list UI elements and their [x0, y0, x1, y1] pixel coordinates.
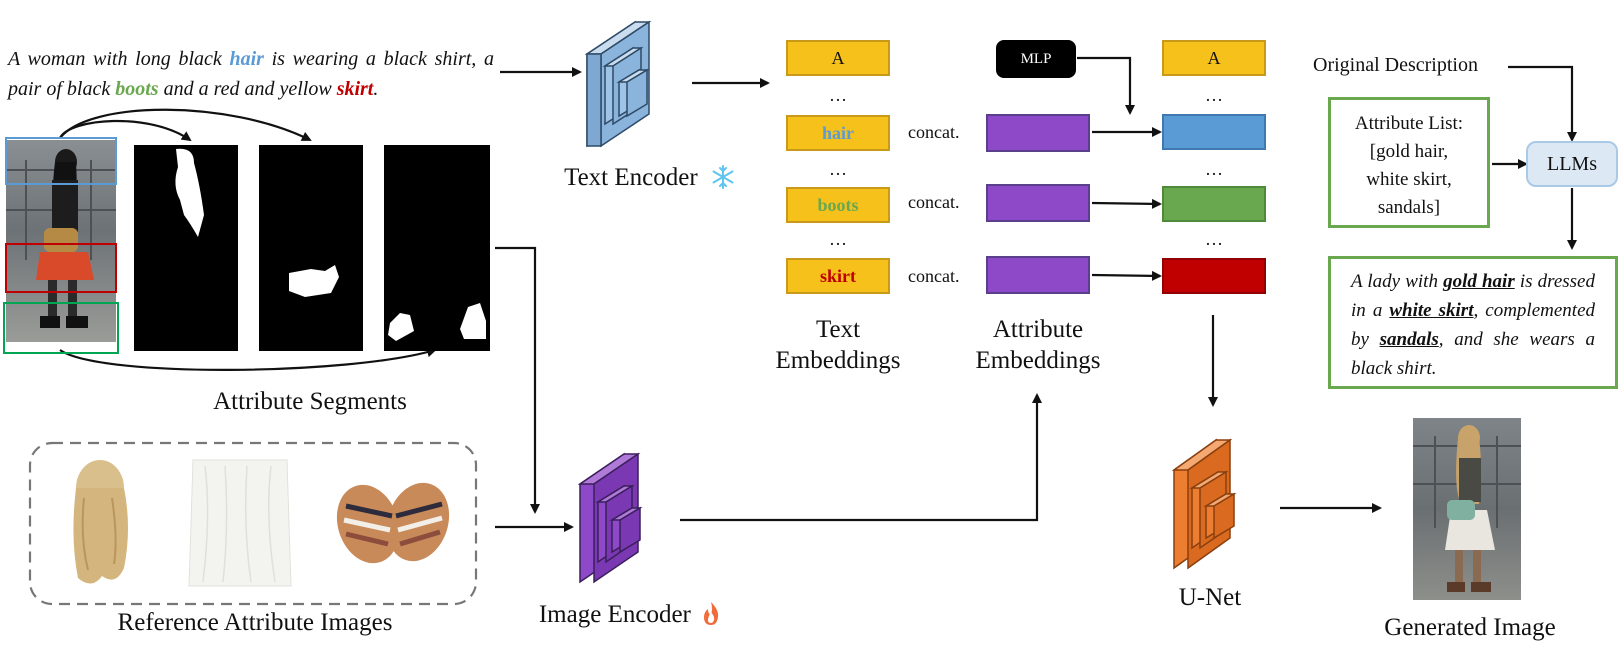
ellipsis: …	[829, 159, 847, 179]
generated-description-text: A lady with	[1351, 271, 1444, 292]
unet-block	[1171, 426, 1262, 576]
highlight-white-skirt: white skirt	[1389, 300, 1474, 321]
description-text: and a red and yellow	[158, 78, 337, 100]
unet-label: U-Net	[1178, 584, 1242, 611]
output-embedding-hair	[1162, 114, 1266, 150]
generated-description-box: A lady with gold hair is dressed in a wh…	[1328, 256, 1618, 389]
generated-description-text: , and she wears a black shirt.	[1351, 329, 1595, 379]
ellipsis: …	[1205, 159, 1223, 179]
output-embedding-boots	[1162, 186, 1266, 222]
attribute-embedding-hair	[986, 114, 1090, 152]
attribute-embeddings-label: Attribute Embeddings	[958, 314, 1118, 376]
input-description: A woman with long black hair is wearing …	[8, 44, 494, 104]
ellipsis: …	[1205, 85, 1223, 105]
text-embeddings-line1: Text	[815, 316, 861, 343]
generated-description-text: , complemented by	[1351, 300, 1596, 350]
attribute-segments-label: Attribute Segments	[213, 388, 407, 415]
generated-image	[1413, 418, 1521, 600]
text-embeddings-label: Text Embeddings	[758, 314, 918, 376]
image-encoder-label: Image Encoder	[520, 599, 740, 630]
reference-sandals-image	[334, 476, 452, 568]
ellipsis: …	[1205, 229, 1223, 249]
snowflake-icon	[712, 165, 734, 189]
word-skirt: skirt	[336, 78, 374, 100]
reference-hair-image	[62, 458, 138, 590]
image-encoder-text: Image Encoder	[538, 601, 691, 628]
text-encoder-label: Text Encoder	[550, 162, 750, 193]
hair-crop-box	[5, 137, 117, 185]
output-embedding-skirt	[1162, 258, 1266, 294]
attribute-embeddings-line1: Attribute	[992, 316, 1084, 343]
text-encoder-block	[584, 6, 695, 156]
mlp-block: MLP	[996, 40, 1076, 78]
generated-description-text: is dressed in a	[1351, 271, 1595, 321]
word-hair: hair	[229, 48, 264, 70]
attribute-list-title: Attribute List:	[1354, 113, 1464, 134]
reference-images-label: Reference Attribute Images	[117, 609, 393, 636]
ellipsis: …	[829, 229, 847, 249]
image-encoder-block	[577, 440, 678, 588]
generated-image-label: Generated Image	[1384, 614, 1556, 641]
generated-person-illustration	[1413, 425, 1521, 592]
skirt-crop-box	[5, 243, 117, 293]
ellipsis: …	[829, 85, 847, 105]
concat-label: concat.	[908, 266, 960, 286]
attribute-list-item: sandals]	[1377, 197, 1441, 218]
description-text: .	[373, 78, 379, 100]
hair-mask	[134, 145, 238, 351]
highlight-gold-hair: gold hair	[1443, 271, 1515, 292]
highlight-sandals: sandals	[1379, 329, 1439, 350]
reference-skirt-image	[185, 456, 295, 590]
token-skirt: skirt	[786, 258, 890, 294]
token-a: A	[786, 40, 890, 76]
text-embeddings-line2: Embeddings	[775, 347, 901, 374]
attribute-embeddings-line2: Embeddings	[975, 347, 1101, 374]
person-illustration	[6, 149, 116, 328]
attribute-embedding-boots	[986, 184, 1090, 222]
mlp-text: MLP	[1020, 50, 1052, 67]
attribute-list-item: white skirt,	[1366, 169, 1452, 190]
flame-icon	[704, 602, 719, 625]
attribute-list-box: Attribute List: [gold hair, white skirt,…	[1328, 97, 1490, 228]
word-boots: boots	[115, 78, 159, 100]
description-text: is wearing a black shirt, a pair of blac…	[8, 48, 494, 100]
concat-label: concat.	[908, 192, 960, 212]
attribute-embedding-skirt	[986, 256, 1090, 294]
concat-label: concat.	[908, 122, 960, 142]
boots-mask	[384, 145, 490, 351]
token-boots: boots	[786, 187, 890, 223]
text-encoder-text: Text Encoder	[564, 164, 698, 191]
llms-block: LLMs	[1526, 141, 1618, 187]
description-text: A woman with long black	[8, 48, 230, 70]
original-description-label: Original Description	[1313, 54, 1478, 76]
skirt-mask	[259, 145, 363, 351]
output-token-a: A	[1162, 40, 1266, 76]
person-photo	[6, 140, 116, 342]
attribute-list-item: [gold hair,	[1369, 141, 1449, 162]
llms-text: LLMs	[1547, 152, 1597, 175]
boots-crop-box	[3, 302, 119, 354]
token-hair: hair	[786, 115, 890, 151]
